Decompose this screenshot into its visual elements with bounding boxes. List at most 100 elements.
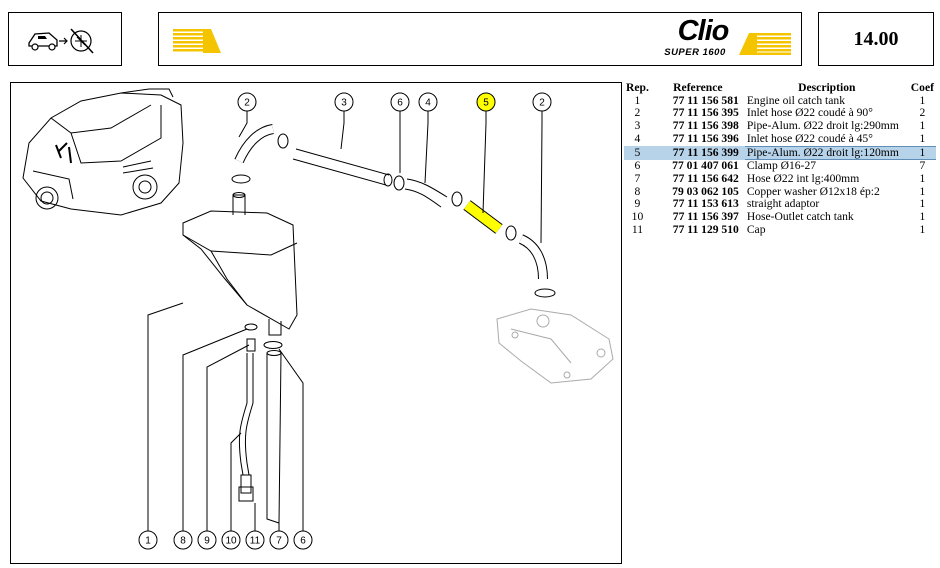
cell-desc: Cap bbox=[746, 222, 766, 236]
header-icon-box bbox=[8, 12, 122, 66]
cell-coef: 1 bbox=[919, 131, 926, 145]
cell-ref: 77 11 156 398 bbox=[672, 119, 739, 133]
car-illustration bbox=[22, 88, 184, 216]
callout-1[interactable]: 1 bbox=[138, 530, 158, 550]
col-reference: Reference bbox=[673, 81, 723, 94]
callout-5-highlighted[interactable]: 5 bbox=[476, 92, 496, 112]
svg-text:8: 8 bbox=[180, 536, 186, 547]
car-engine-no-smoking-icon bbox=[28, 28, 94, 54]
cell-coef: 2 bbox=[919, 106, 926, 120]
model-name: SUPER 1600 bbox=[664, 47, 726, 58]
svg-text:2: 2 bbox=[539, 98, 545, 109]
section-number: 14.00 bbox=[818, 12, 934, 66]
callout-10[interactable]: 10 bbox=[221, 530, 241, 550]
cell-desc: Clamp Ø16-27 bbox=[746, 159, 817, 173]
table-row[interactable]: 9 77 11 153 613 straight adaptor 1 bbox=[624, 198, 936, 211]
cell-rep: 10 bbox=[631, 210, 644, 224]
cell-ref: 77 11 156 395 bbox=[672, 106, 739, 120]
header-banner: Clio SUPER 1600 bbox=[158, 12, 802, 66]
table-row[interactable]: 10 77 11 156 397 Hose-Outlet catch tank 1 bbox=[624, 210, 936, 224]
table-row[interactable]: 7 77 11 156 642 Hose Ø22 int lg:400mm 1 bbox=[624, 171, 936, 186]
table-row[interactable]: 8 79 03 062 105 Copper washer Ø12x18 ép:2 1 bbox=[624, 184, 936, 199]
callout-11[interactable]: 11 bbox=[245, 530, 265, 550]
col-rep: Rep. bbox=[626, 81, 649, 94]
svg-text:6: 6 bbox=[300, 536, 306, 547]
cell-rep: 1 bbox=[634, 93, 641, 107]
svg-text:5: 5 bbox=[483, 98, 489, 109]
exploded-diagram: 2 3 6 4 5 2 bbox=[10, 82, 622, 564]
cell-rep: 9 bbox=[634, 197, 641, 211]
table-row[interactable]: 3 77 11 156 398 Pipe-Alum. Ø22 droit lg:29… bbox=[624, 119, 936, 133]
callout-3[interactable]: 3 bbox=[334, 92, 354, 112]
svg-text:10: 10 bbox=[225, 536, 237, 547]
callout-9[interactable]: 9 bbox=[197, 530, 217, 550]
cell-coef: 1 bbox=[919, 171, 926, 185]
cell-rep: 5 bbox=[624, 146, 651, 160]
callout-2-left[interactable]: 2 bbox=[237, 92, 257, 112]
table-row[interactable]: 1 77 11 156 581 Engine oil catch tank 1 bbox=[624, 93, 936, 108]
cell-desc: Hose Ø22 int lg:400mm bbox=[746, 171, 860, 185]
cell-ref: 77 11 129 510 bbox=[672, 222, 739, 236]
table-row[interactable]: 6 77 01 407 061 Clamp Ø16-27 7 bbox=[624, 158, 936, 173]
cell-ref: 77 11 156 581 bbox=[672, 93, 739, 107]
cell-coef: 1 bbox=[919, 222, 926, 236]
col-description: Description bbox=[798, 81, 856, 94]
cell-coef: 1 bbox=[919, 184, 926, 198]
cell-rep: 7 bbox=[634, 171, 641, 185]
cell-ref: 79 03 062 105 bbox=[672, 184, 739, 198]
svg-text:9: 9 bbox=[204, 536, 210, 547]
cell-ref: 77 11 153 613 bbox=[672, 197, 739, 211]
cell-ref: 77 11 156 642 bbox=[672, 171, 739, 185]
callout-6-bottom[interactable]: 6 bbox=[293, 530, 313, 550]
cell-coef: 1 bbox=[908, 145, 936, 161]
cell-desc: Hose-Outlet catch tank bbox=[746, 210, 854, 224]
cell-coef: 1 bbox=[919, 197, 926, 211]
svg-text:2: 2 bbox=[244, 98, 250, 109]
callout-6-top[interactable]: 6 bbox=[390, 92, 410, 112]
callout-2-right[interactable]: 2 bbox=[532, 92, 552, 112]
cell-rep: 4 bbox=[634, 132, 641, 146]
bottom-callouts: 1 8 9 10 11 7 bbox=[138, 530, 313, 550]
cell-desc: Inlet hose Ø22 coudé à 45° bbox=[746, 131, 873, 145]
callout-7[interactable]: 7 bbox=[269, 530, 289, 550]
cell-rep: 8 bbox=[634, 184, 641, 198]
cell-coef: 1 bbox=[919, 210, 926, 224]
yellow-stripes-right-icon bbox=[739, 33, 791, 55]
cell-rep: 2 bbox=[634, 106, 641, 120]
oil-catch-tank-diagram: 2 3 6 4 5 2 bbox=[22, 88, 614, 550]
table-row[interactable]: 2 77 11 156 395 Inlet hose Ø22 coudé à 90°… bbox=[624, 107, 936, 120]
cell-desc: Engine oil catch tank bbox=[746, 93, 846, 107]
cell-rep: 11 bbox=[631, 222, 644, 236]
cell-ref: 77 11 156 396 bbox=[672, 132, 739, 146]
cell-desc: Inlet hose Ø22 coudé à 90° bbox=[746, 106, 873, 120]
brand-logo: Clio bbox=[677, 15, 730, 47]
callout-4[interactable]: 4 bbox=[418, 92, 438, 112]
cell-desc: Pipe-Alum. Ø22 droit lg:290mm bbox=[746, 119, 899, 133]
svg-text:4: 4 bbox=[425, 98, 431, 109]
cell-rep: 3 bbox=[634, 119, 641, 133]
cell-ref: 77 01 407 061 bbox=[672, 158, 739, 172]
cell-ref: 77 11 156 397 bbox=[672, 210, 739, 224]
parts-table-header: Rep. Reference Description Coef bbox=[624, 81, 936, 95]
table-row[interactable]: 4 77 11 156 396 Inlet hose Ø22 coudé à 45°… bbox=[624, 131, 936, 146]
cell-coef: 1 bbox=[919, 93, 926, 107]
cell-coef: 1 bbox=[919, 119, 926, 133]
svg-text:6: 6 bbox=[397, 98, 403, 109]
table-row[interactable]: 11 77 11 129 510 Cap 1 bbox=[624, 222, 936, 237]
col-coef: Coef bbox=[910, 81, 934, 94]
cell-coef: 7 bbox=[919, 159, 926, 173]
cell-desc: Copper washer Ø12x18 ép:2 bbox=[746, 184, 880, 198]
yellow-stripes-icon bbox=[173, 29, 221, 53]
cell-rep: 6 bbox=[634, 158, 641, 172]
svg-text:7: 7 bbox=[276, 536, 282, 547]
cell-desc: Pipe-Alum. Ø22 droit lg:120mm bbox=[744, 145, 909, 161]
cell-ref: 77 11 156 399 bbox=[650, 146, 745, 160]
cell-desc: straight adaptor bbox=[746, 197, 820, 211]
svg-text:1: 1 bbox=[145, 536, 151, 547]
callout-8[interactable]: 8 bbox=[173, 530, 193, 550]
top-callouts: 2 3 6 4 5 2 bbox=[237, 92, 552, 112]
